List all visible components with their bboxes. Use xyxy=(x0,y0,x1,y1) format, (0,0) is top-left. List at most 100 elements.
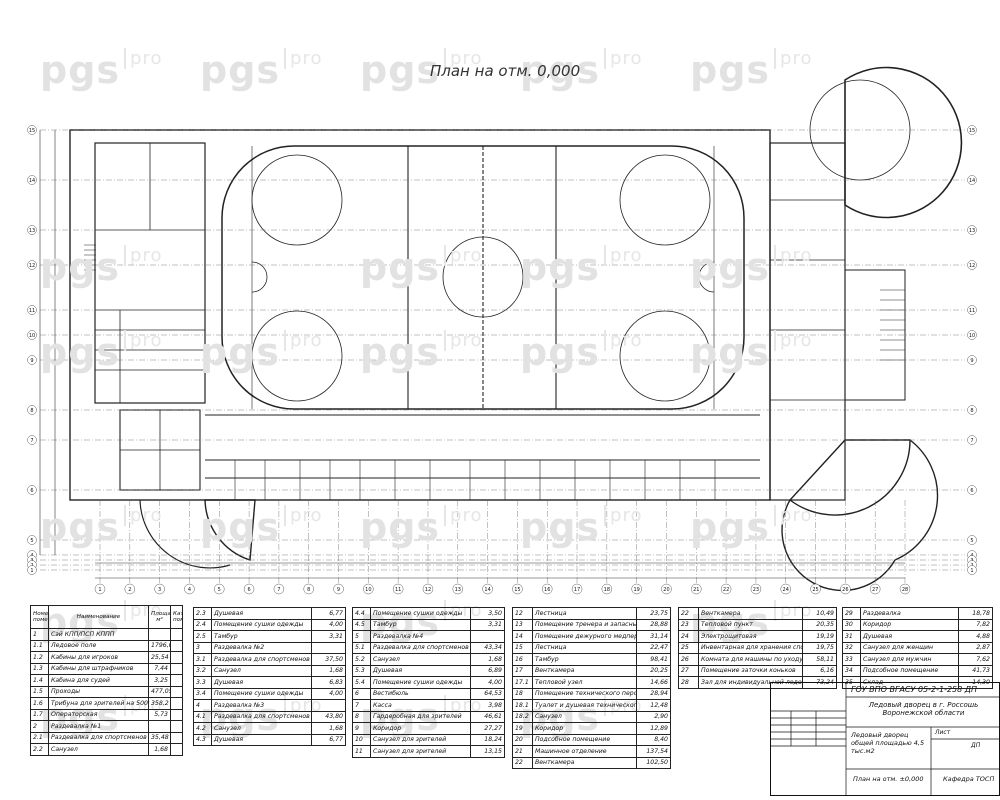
room-area xyxy=(148,628,171,641)
row-axis-bubble xyxy=(27,435,37,445)
room-area: 58,11 xyxy=(802,653,837,666)
column-axis-label: 20 xyxy=(663,587,669,593)
room-number: 22 xyxy=(512,756,533,769)
row-axis-bubble xyxy=(27,260,37,270)
room-area: 31,14 xyxy=(636,630,671,643)
room-number: 3.4 xyxy=(193,687,212,700)
room-category xyxy=(170,720,183,733)
room-number: 4.4 xyxy=(352,607,371,620)
column-axis-bubble xyxy=(482,583,493,595)
room-name: Венткамера xyxy=(698,607,803,620)
room-area: 98,41 xyxy=(636,653,671,666)
row-axis-label: 6 xyxy=(970,488,973,494)
room-name: Касса xyxy=(370,699,471,712)
room-name: Санузел xyxy=(532,710,637,723)
room-name: Коридор xyxy=(370,722,471,735)
row-axis-label: 13 xyxy=(29,228,35,234)
room-area: 1796,04 xyxy=(148,639,171,652)
column-axis-bubble xyxy=(571,583,583,595)
room-area: 37,50 xyxy=(311,653,346,666)
row-axis-label: 8 xyxy=(30,408,33,414)
room-name: Помещение заточки коньков xyxy=(698,664,803,677)
room-name: Душевая xyxy=(211,733,312,746)
room-name: Трибуна для зрителей на 500 мест xyxy=(48,697,149,710)
room-area: 137,54 xyxy=(636,745,671,758)
row-axis-bubble xyxy=(967,435,977,445)
room-area: 8,40 xyxy=(636,733,671,746)
column-axis-bubble xyxy=(184,583,195,595)
room-area: 6,89 xyxy=(470,664,505,677)
room-number: 2 xyxy=(30,720,49,733)
explication-table-1: Номер помещения Наименование Площадь м² … xyxy=(30,605,183,756)
room-area: 23,75 xyxy=(636,607,671,620)
column-axis-label: 6 xyxy=(247,587,250,593)
organization: Кафедра ТОСП xyxy=(943,775,995,783)
row-axis-label: 7 xyxy=(970,438,973,444)
room-area: 43,34 xyxy=(470,641,505,654)
room-area xyxy=(470,630,505,643)
row-axis-label: 12 xyxy=(29,263,35,269)
room-category xyxy=(170,697,183,710)
room-category xyxy=(170,731,183,744)
room-number: 1.6 xyxy=(30,697,49,710)
room-area: 43,80 xyxy=(311,710,346,723)
row-axis-bubble xyxy=(967,125,977,135)
room-area: 2,90 xyxy=(636,710,671,723)
row-axis-bubble xyxy=(967,565,977,575)
column-axis-bubble xyxy=(124,583,136,595)
column-axis-bubble xyxy=(214,583,225,595)
row-axis-bubble xyxy=(967,175,977,185)
room-number: 22 xyxy=(678,607,699,620)
column-axis-bubble xyxy=(363,583,374,595)
room-area: 1,68 xyxy=(311,722,346,735)
room-name: Кабины для игроков xyxy=(48,651,149,664)
row-axis-label: 10 xyxy=(969,333,975,339)
room-number: 1.1 xyxy=(30,639,49,652)
room-area: 358,2 xyxy=(148,697,171,710)
column-axis-bubble xyxy=(601,583,613,595)
room-area: 3,50 xyxy=(470,607,505,620)
room-number: 28 xyxy=(678,676,699,689)
room-number: 18.2 xyxy=(512,710,533,723)
column-axis-bubble xyxy=(542,583,553,595)
row-axis-bubble xyxy=(27,355,37,365)
column-axis-label: 14 xyxy=(484,587,490,593)
room-area: 12,48 xyxy=(636,699,671,712)
right-block xyxy=(769,142,846,501)
header-number: Номер помещения xyxy=(30,605,49,629)
room-area: 3,31 xyxy=(311,630,346,643)
room-area: 1,68 xyxy=(311,664,346,677)
column-axis-bubble xyxy=(840,583,851,595)
room-number: 4.1 xyxy=(193,710,212,723)
room-name: Кабина для судей xyxy=(48,674,149,687)
column-axis-bubble xyxy=(691,583,702,595)
row-axis-bubble xyxy=(27,535,37,545)
column-axis-label: 17 xyxy=(574,587,580,593)
room-name: Коридор xyxy=(860,618,959,631)
room-area: 6,77 xyxy=(311,733,346,746)
row-axis-bubble xyxy=(27,565,37,575)
room-name: Инвентарная для хранения спортинвентаря xyxy=(698,641,803,654)
room-number: 7 xyxy=(352,699,371,712)
row-axis-label: 11 xyxy=(969,308,975,314)
room-number: 10 xyxy=(352,733,371,746)
room-area: 19,19 xyxy=(802,630,837,643)
room-number: 6 xyxy=(352,687,371,700)
